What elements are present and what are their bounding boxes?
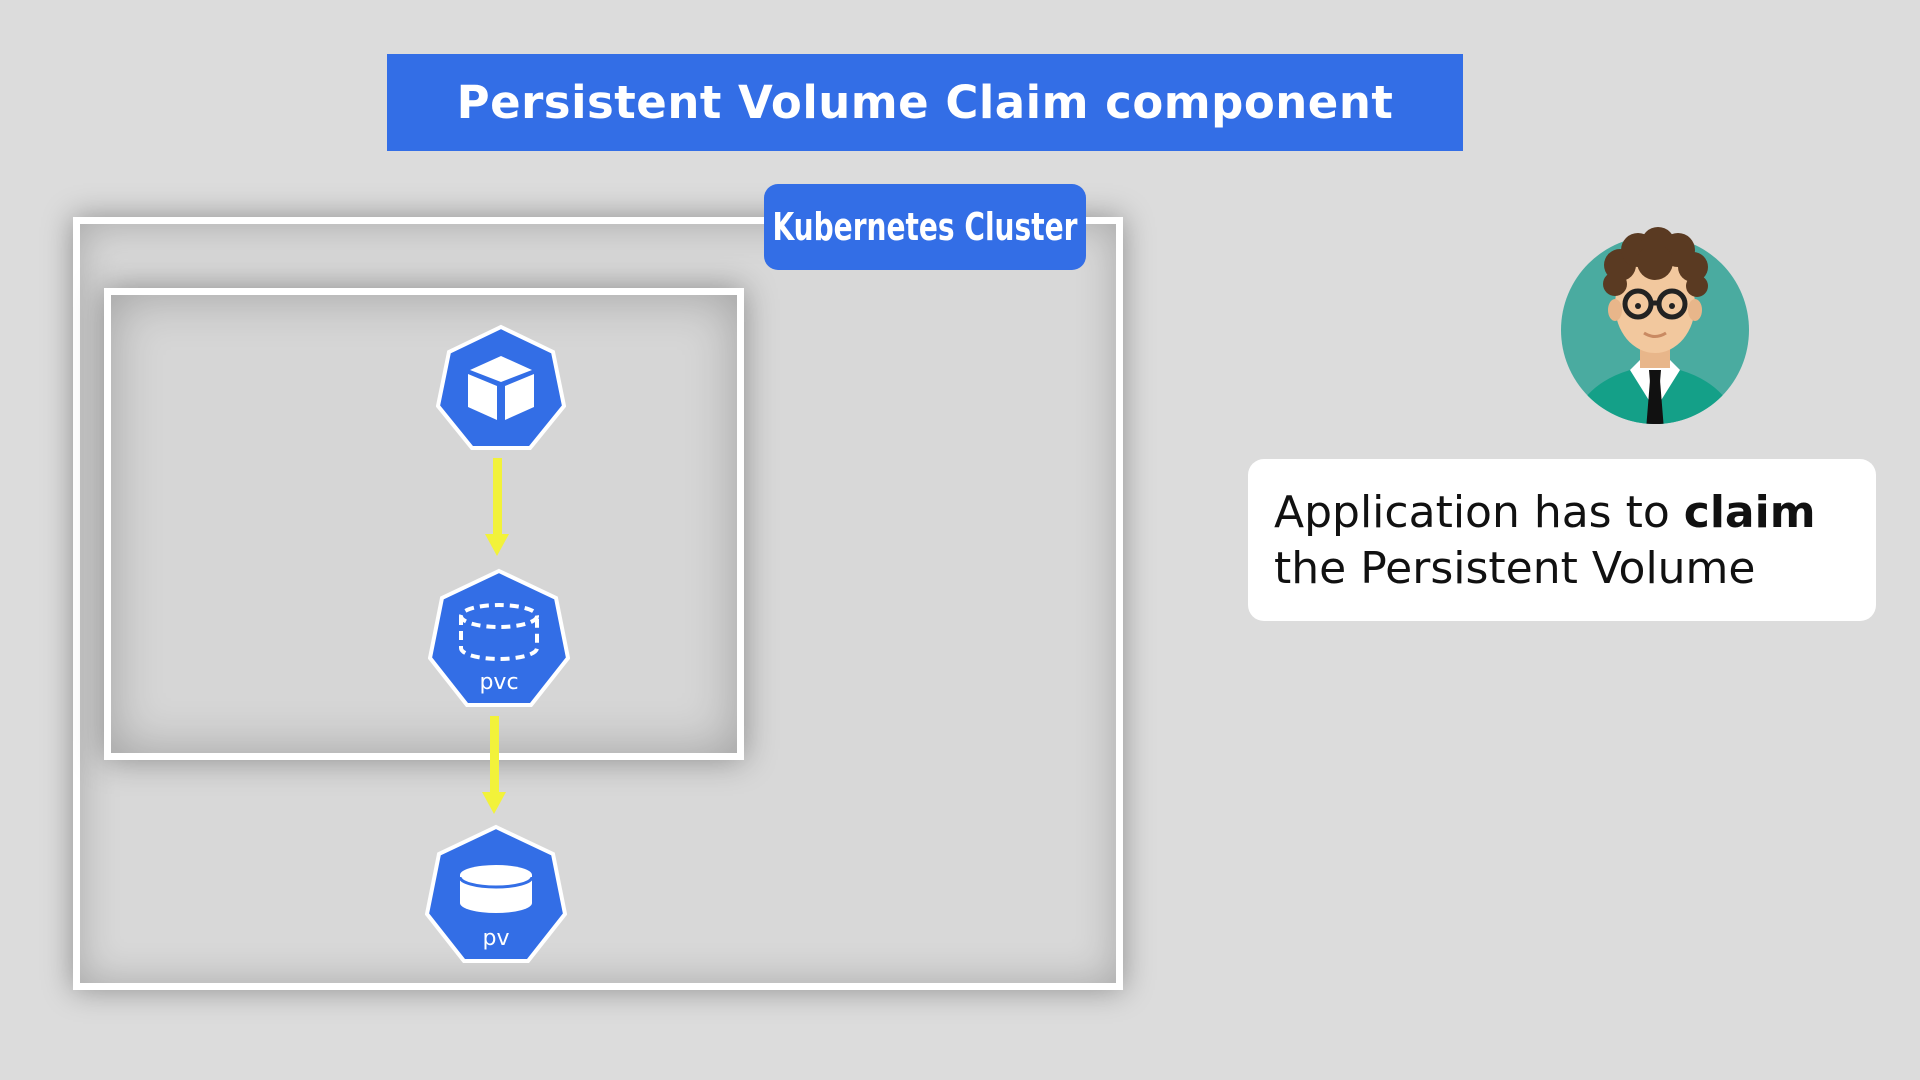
arrow-pvc-to-pv [479,716,509,816]
cluster-label-text: Kubernetes Cluster [772,205,1078,249]
kubernetes-cluster-label: Kubernetes Cluster [764,184,1086,270]
pv-node: pv [425,824,567,964]
note-prefix: Application has to [1274,487,1684,538]
slide-title-bar: Persistent Volume Claim component [387,54,1463,151]
claim-note: Application has to claim the Persistent … [1248,459,1876,621]
cube-icon [436,324,566,450]
note-suffix: the Persistent Volume [1274,543,1756,594]
pod-node [436,324,566,452]
pod-box [104,288,744,760]
dashed-cylinder-icon [428,568,570,707]
person-icon [1561,227,1749,424]
pvc-label: pvc [479,670,519,695]
note-bold: claim [1683,487,1816,538]
pvc-node: pvc [428,568,570,708]
arrow-pod-to-pvc [482,458,512,558]
developer-avatar [1560,220,1750,429]
slide-title: Persistent Volume Claim component [456,76,1394,129]
cylinder-icon [425,824,567,963]
pv-label: pv [482,926,510,951]
